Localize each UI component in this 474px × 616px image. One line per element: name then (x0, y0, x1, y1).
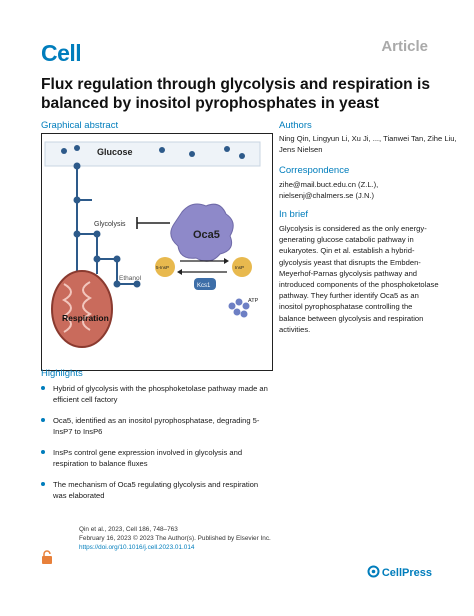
citation-line: Qin et al., 2023, Cell 186, 748–763 (79, 526, 178, 533)
email-1[interactable]: zihe@mail.buct.edu.cn (Z.L.), (279, 180, 379, 189)
doi-link[interactable]: https://doi.org/10.1016/j.cell.2023.01.0… (79, 543, 195, 551)
cellpress-icon (367, 565, 380, 581)
bullet-icon (41, 482, 45, 486)
in-brief-heading: In brief (279, 209, 309, 220)
oca5-label: Oca5 (193, 229, 220, 241)
correspondence-heading: Correspondence (279, 165, 350, 176)
reverse-arrowhead (177, 269, 182, 275)
email-2[interactable]: nielsenj@chalmers.se (J.N.) (279, 191, 375, 200)
open-access-icon (41, 550, 53, 564)
atp-molecule-icons (228, 298, 250, 318)
cellpress-label: CellPress (381, 567, 432, 579)
glucose-label: Glucose (97, 147, 133, 157)
insp7-molecule-icon (155, 257, 175, 277)
insp6-label: InsP (235, 265, 244, 270)
in-brief-text: Glycolysis is considered as the only ene… (279, 224, 439, 334)
respiration-label: Respiration (62, 313, 109, 323)
footer-citation-block: Qin et al., 2023, Cell 186, 748–763 Febr… (79, 526, 271, 552)
graphical-abstract-heading: Graphical abstract (41, 120, 119, 131)
journal-logo: Cell (41, 40, 82, 66)
cellpress-logo[interactable]: CellPress (367, 565, 432, 581)
insp7-label: 5-InsP (156, 265, 169, 270)
insp6-molecule-icon (232, 257, 252, 277)
paper-title: Flux regulation through glycolysis and r… (41, 76, 431, 112)
graphical-abstract-svg: Glucose Glycolysis Oca5 (44, 141, 261, 348)
highlight-item: Hybrid of glycolysis with the phosphoket… (41, 383, 271, 405)
highlights-heading: Highlights (41, 368, 83, 379)
glucose-molecule-icons (61, 145, 245, 159)
glycolysis-label: Glycolysis (94, 221, 126, 228)
forward-arrowhead (224, 258, 229, 264)
highlight-item: Oca5, identified as an inositol pyrophos… (41, 415, 271, 437)
mitochondrion-icon (51, 270, 113, 348)
correspondence-emails: zihe@mail.buct.edu.cn (Z.L.), nielsenj@c… (279, 179, 459, 201)
authors-heading: Authors (279, 120, 312, 131)
article-type-label: Article (381, 38, 428, 55)
graphical-abstract-figure: Glucose Glycolysis Oca5 (41, 133, 273, 371)
mitochondrion-cristae (61, 281, 93, 333)
kcs1-label: Kcs1 (197, 283, 211, 289)
membrane-band (44, 141, 261, 167)
kcs1-protein-icon (194, 278, 216, 290)
author-list: Ning Qin, Lingyun Li, Xu Ji, ..., Tianwe… (279, 134, 457, 154)
date-line: February 16, 2023 © 2023 The Author(s). … (79, 534, 271, 542)
highlight-item: The mechanism of Oca5 regulating glycoly… (41, 479, 271, 501)
bullet-icon (41, 418, 45, 422)
highlight-item: InsPs control gene expression involved i… (41, 447, 271, 469)
highlights-list: Hybrid of glycolysis with the phosphoket… (41, 383, 271, 511)
oca5-protein-icon (170, 203, 234, 262)
ethanol-label: Ethanol (119, 275, 142, 282)
bullet-icon (41, 450, 45, 454)
bullet-icon (41, 386, 45, 390)
atp-label: ATP (248, 298, 259, 304)
